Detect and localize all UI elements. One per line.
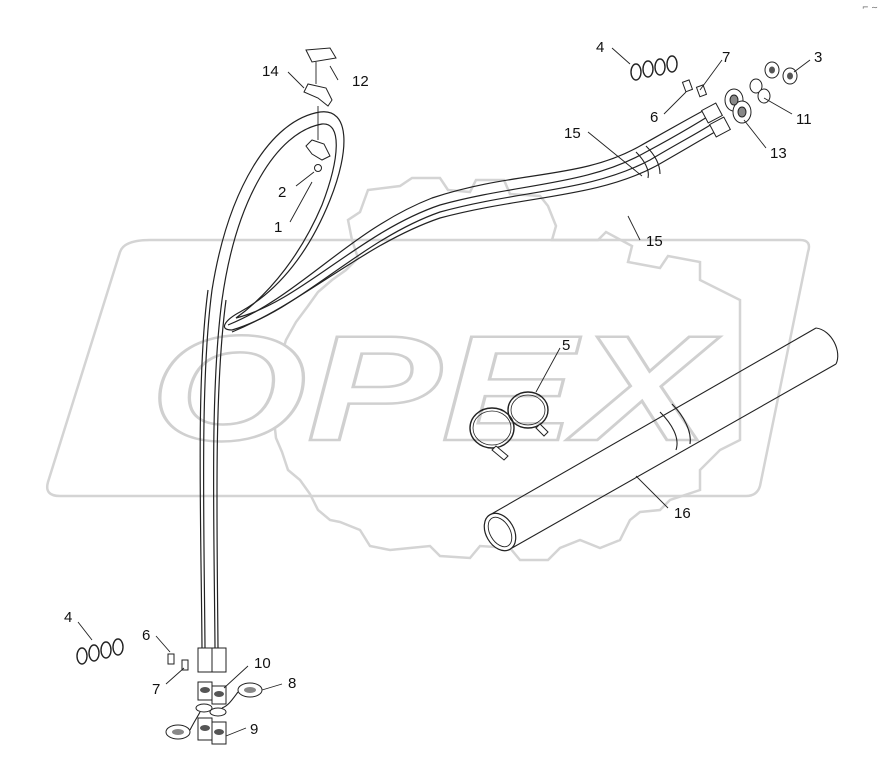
clamp-1 — [305, 139, 331, 161]
hose-right-inner — [216, 299, 227, 649]
orings-bottom — [76, 638, 124, 665]
bottom-fittings — [76, 638, 263, 745]
hose-left-inner — [199, 289, 209, 649]
label-7-top: 7 — [722, 49, 730, 66]
label-12: 12 — [352, 73, 369, 90]
label-15-b: 15 — [646, 233, 663, 250]
orings-top — [630, 55, 678, 81]
label-8: 8 — [288, 675, 296, 692]
upper-fittings — [630, 55, 798, 138]
label-10: 10 — [254, 655, 271, 672]
fitting-nut-3 — [764, 61, 798, 85]
label-3: 3 — [814, 49, 822, 66]
label-9: 9 — [250, 721, 258, 738]
label-6-bottom: 6 — [142, 627, 150, 644]
label-5: 5 — [562, 337, 570, 354]
adapter-10 — [197, 681, 227, 705]
watermark: OPEX — [46, 176, 811, 562]
hose-upper-right — [231, 127, 723, 333]
fitting-adapter-13 — [724, 88, 752, 124]
label-15-a: 15 — [564, 125, 581, 142]
label-4-top: 4 — [596, 39, 604, 56]
hose-upper-left — [227, 103, 717, 326]
hose-left — [202, 111, 716, 649]
watermark-frame — [46, 238, 811, 498]
watermark-text: OPEX — [150, 304, 721, 472]
dust-cap-8 — [165, 682, 263, 740]
plate-12 — [305, 47, 337, 63]
tag-clip-6-7-bottom — [167, 653, 189, 671]
hose-right — [212, 113, 713, 649]
bolt-2 — [314, 164, 322, 172]
bracket-assembly — [303, 47, 337, 172]
hose-break-mark — [635, 145, 661, 179]
label-2: 2 — [278, 184, 286, 201]
label-7-bottom: 7 — [152, 681, 160, 698]
cable-ties-5 — [469, 391, 549, 461]
washer-bottom — [195, 703, 227, 717]
corner-mark: ⌐ ∼ — [862, 3, 878, 12]
protective-sleeve-16 — [483, 327, 839, 552]
label-1: 1 — [274, 219, 282, 236]
coupling-9 — [197, 717, 227, 745]
label-11: 11 — [796, 111, 812, 128]
hose-assembly — [199, 103, 723, 649]
leader-lines — [77, 47, 811, 737]
fitting-ferrule-a — [700, 102, 732, 138]
watermark-gear-outline — [270, 176, 742, 562]
bracket-14 — [303, 83, 333, 107]
label-6-top: 6 — [650, 109, 658, 126]
label-16: 16 — [674, 505, 691, 522]
sleeve-break-mark — [659, 403, 691, 451]
label-4-bottom: 4 — [64, 609, 72, 626]
label-14: 14 — [262, 63, 279, 80]
part-labels: 14 12 2 1 4 7 3 6 11 15 13 15 5 16 4 6 1… — [64, 39, 822, 738]
tag-clip-6-7-top — [681, 79, 708, 98]
label-13: 13 — [770, 145, 787, 162]
